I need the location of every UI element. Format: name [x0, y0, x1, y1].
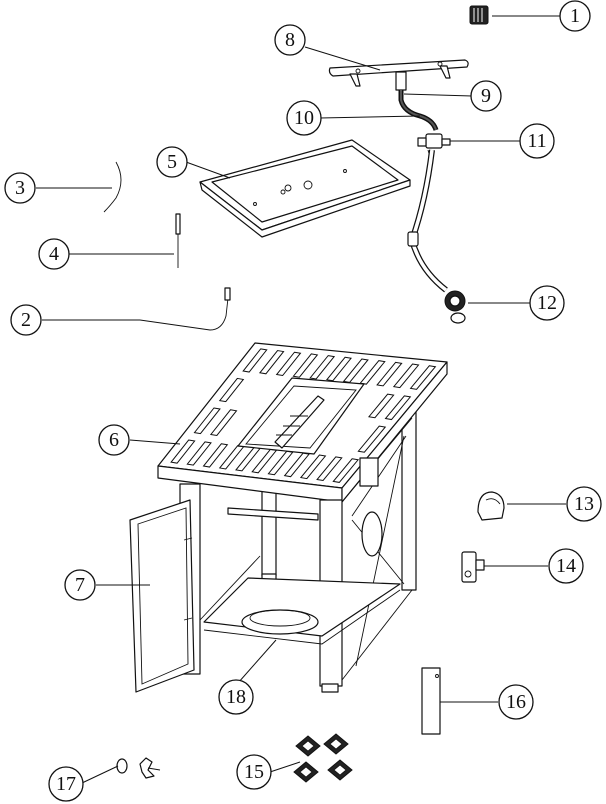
callout-1: 1: [559, 0, 591, 32]
part-4-probe: [175, 213, 181, 268]
callout-14: 14: [548, 548, 584, 584]
callout-5: 5: [156, 146, 188, 178]
callout-number: 13: [574, 493, 594, 515]
callout-number: 2: [21, 309, 31, 331]
callout-10: 10: [286, 100, 322, 136]
table-slot: [202, 443, 229, 468]
callout-circle: [548, 548, 584, 584]
table-slot: [392, 363, 420, 389]
table-slot: [359, 360, 386, 385]
callout-number: 15: [244, 761, 264, 783]
callout-16: 16: [498, 684, 534, 720]
callout-15: 15: [236, 754, 272, 790]
lava-rock-bag: [323, 733, 349, 755]
callout-number: 10: [294, 107, 314, 129]
table-slot: [218, 377, 245, 403]
callout-3: 3: [4, 172, 36, 204]
callout-8: 8: [274, 24, 306, 56]
callout-circle: [559, 0, 591, 32]
callout-18: 18: [218, 679, 254, 715]
table-slot: [242, 348, 268, 373]
callout-circle: [236, 754, 272, 790]
table-slot: [384, 395, 412, 421]
callout-12: 12: [529, 285, 565, 321]
table-slot: [299, 454, 327, 480]
callout-7: 7: [64, 569, 96, 601]
part-3-wire: [103, 161, 122, 213]
callout-circle: [470, 80, 502, 112]
table-slot: [357, 425, 387, 453]
callout-6: 6: [98, 424, 130, 456]
callout-number: 18: [226, 686, 246, 708]
callout-17: 17: [48, 766, 84, 802]
callout-circle: [566, 486, 602, 522]
callout-circle: [4, 172, 36, 204]
callout-number: 8: [285, 29, 295, 51]
callout-circle: [519, 123, 555, 159]
part-1-battery: [469, 5, 489, 25]
callout-11: 11: [519, 123, 555, 159]
callout-number: 3: [15, 177, 25, 199]
callout-circle: [156, 146, 188, 178]
callout-number: 16: [506, 691, 526, 713]
lava-rock-bag: [295, 735, 321, 757]
callout-number: 6: [109, 429, 119, 451]
part-2-ignition-wire: [139, 287, 231, 331]
part-17-wing-nut: [116, 757, 161, 779]
table-slot: [292, 353, 319, 378]
callout-circle: [529, 285, 565, 321]
part-7-door: [129, 499, 195, 693]
table-slot: [332, 458, 360, 483]
leader-lines: [36, 15, 566, 784]
part-13-knob: [477, 491, 505, 521]
callout-number: 7: [75, 574, 85, 596]
part-9-10-gas-line: [398, 90, 439, 131]
callout-circle: [10, 304, 42, 336]
callout-number: 12: [537, 292, 557, 314]
callout-2: 2: [10, 304, 42, 336]
part-6-table-frame: [157, 342, 448, 693]
part-5-burner-pan: [199, 139, 411, 238]
part-12-hose-regulator: [407, 149, 466, 324]
callout-number: 11: [527, 130, 546, 152]
table-slot: [258, 350, 285, 375]
part-8-burner: [328, 59, 469, 91]
table-slot: [170, 439, 196, 464]
callout-circle: [48, 766, 84, 802]
part-14-igniter: [461, 551, 485, 583]
table-slot: [325, 356, 352, 382]
callout-circle: [498, 684, 534, 720]
callout-number: 14: [556, 555, 576, 577]
table-slot: [209, 409, 238, 437]
callout-circle: [218, 679, 254, 715]
table-slot: [316, 456, 343, 482]
part-16-cover-plate: [421, 667, 441, 735]
callout-number: 4: [49, 243, 59, 265]
callout-number: 17: [56, 773, 76, 795]
callout-circle: [274, 24, 306, 56]
table-slot: [275, 351, 302, 377]
callout-circle: [98, 424, 130, 456]
lava-rock-bag: [293, 761, 319, 783]
table-slot: [376, 361, 403, 387]
table-slot: [309, 355, 336, 380]
lava-rock-bag: [327, 759, 353, 781]
table-slot: [368, 393, 395, 419]
callout-number: 5: [167, 151, 177, 173]
callout-9: 9: [470, 80, 502, 112]
callout-number: 1: [570, 5, 580, 27]
callout-4: 4: [38, 238, 70, 270]
table-slot: [193, 407, 221, 435]
callout-number: 9: [481, 85, 491, 107]
table-slot: [409, 365, 437, 390]
part-15-lava-rocks: [293, 733, 353, 783]
callout-circle: [64, 569, 96, 601]
callout-circle: [286, 100, 322, 136]
table-slot: [186, 441, 212, 466]
callout-13: 13: [566, 486, 602, 522]
callout-circle: [38, 238, 70, 270]
